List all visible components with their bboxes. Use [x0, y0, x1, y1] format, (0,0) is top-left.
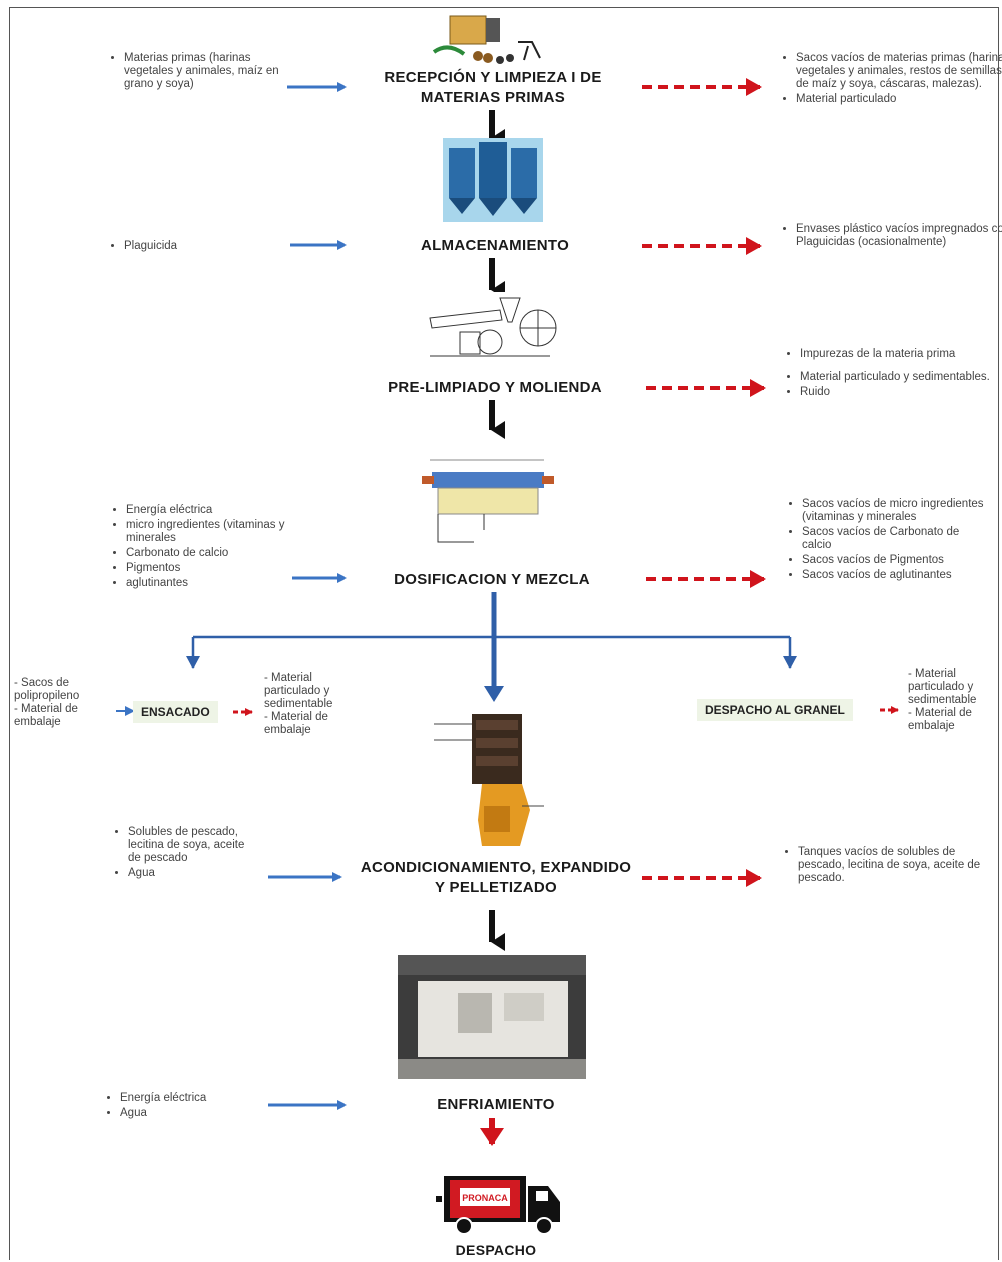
step-reception: RECEPCIÓN Y LIMPIEZA I DE MATERIAS PRIMA…: [384, 69, 602, 106]
inputs-reception: Materias primas (harinas vegetales y ani…: [96, 52, 294, 93]
truck-brand: PRONACA: [462, 1193, 508, 1203]
output-item: Sacos vacíos de Pigmentos: [802, 554, 988, 567]
input-item: micro ingredientes (vitaminas y minerale…: [126, 519, 306, 545]
input-item: - Sacos de polipropileno: [14, 677, 80, 702]
step-dosing: DOSIFICACION Y MEZCLA: [394, 571, 590, 588]
silo-illustration: [443, 138, 543, 222]
input-item: Pigmentos: [126, 562, 306, 575]
reception-illustration: [432, 15, 541, 64]
step-precleaning: PRE-LIMPIADO Y MOLIENDA: [388, 379, 602, 396]
output-item: Envases plástico vacíos impregnados con …: [796, 223, 1002, 249]
input-item: Materias primas (harinas vegetales y ani…: [124, 52, 294, 91]
output-item: - Material particulado y sedimentable: [264, 672, 333, 710]
output-item: - Material de embalaje: [908, 707, 972, 732]
split-main-head: [484, 686, 504, 702]
input-item: - Material de embalaje: [14, 703, 78, 728]
output-item: Sacos vacíos de materias primas (harinas…: [796, 52, 1002, 91]
mill-illustration: [420, 292, 560, 366]
input-item: Energía eléctrica: [126, 504, 306, 517]
dispatch-truck-icon: PRONACA: [436, 1176, 560, 1235]
outputs-conditioning: Tanques vacíos de solubles de pescado, l…: [770, 846, 988, 887]
inputs-conditioning: Solubles de pescado, lecitina de soya, a…: [100, 826, 258, 882]
step-bagging: ENSACADO: [133, 701, 218, 723]
output-item: Sacos vacíos de aglutinantes: [802, 569, 988, 582]
output-item: Sacos vacíos de Carbonato de calcio: [802, 526, 988, 552]
outputs-reception: Sacos vacíos de materias primas (harinas…: [768, 52, 1002, 108]
step-bulk: DESPACHO AL GRANEL: [697, 699, 853, 721]
mixer-illustration: [414, 442, 568, 550]
output-item: Ruido: [800, 386, 1002, 399]
diagram-frame: [9, 7, 999, 1260]
output-item: Impurezas de la materia prima: [800, 348, 1002, 361]
input-item: aglutinantes: [126, 577, 306, 590]
inputs-bagging: - Sacos de polipropileno - Material de e…: [14, 677, 114, 729]
step-conditioning: ACONDICIONAMIENTO, EXPANDIDO Y PELLETIZA…: [360, 859, 632, 896]
output-item: - Material particulado y sedimentable: [908, 668, 977, 706]
step-cooling: ENFRIAMIENTO: [437, 1096, 555, 1113]
input-item: Energía eléctrica: [120, 1092, 280, 1105]
output-item: Material particulado y sedimentables.: [800, 371, 1002, 384]
step-storage: ALMACENAMIENTO: [420, 237, 570, 254]
outputs-storage: Envases plástico vacíos impregnados con …: [768, 223, 1002, 251]
outputs-precleaning: Impurezas de la materia prima Material p…: [772, 348, 1002, 401]
inputs-storage: Plaguicida: [96, 240, 274, 255]
output-item: Material particulado: [796, 93, 1002, 106]
output-item: Sacos vacíos de micro ingredientes (vita…: [802, 498, 988, 524]
input-item: Agua: [128, 867, 258, 880]
step-dispatch: DESPACHO: [455, 1242, 537, 1258]
outputs-bagging: - Material particulado y sedimentable - …: [264, 672, 364, 737]
outputs-bulk: - Material particulado y sedimentable - …: [908, 668, 996, 733]
inputs-dosing: Energía eléctrica micro ingredientes (vi…: [98, 504, 306, 592]
output-item: Tanques vacíos de solubles de pescado, l…: [798, 846, 988, 885]
output-item: - Material de embalaje: [264, 711, 328, 736]
cooler-photo: [398, 955, 586, 1079]
pelletizer-illustration: [434, 714, 544, 846]
outputs-dosing: Sacos vacíos de micro ingredientes (vita…: [774, 498, 988, 584]
input-item: Carbonato de calcio: [126, 547, 306, 560]
input-item: Solubles de pescado, lecitina de soya, a…: [128, 826, 258, 865]
input-item: Plaguicida: [124, 240, 274, 253]
inputs-cooling: Energía eléctrica Agua: [92, 1092, 280, 1122]
input-item: Agua: [120, 1107, 280, 1120]
